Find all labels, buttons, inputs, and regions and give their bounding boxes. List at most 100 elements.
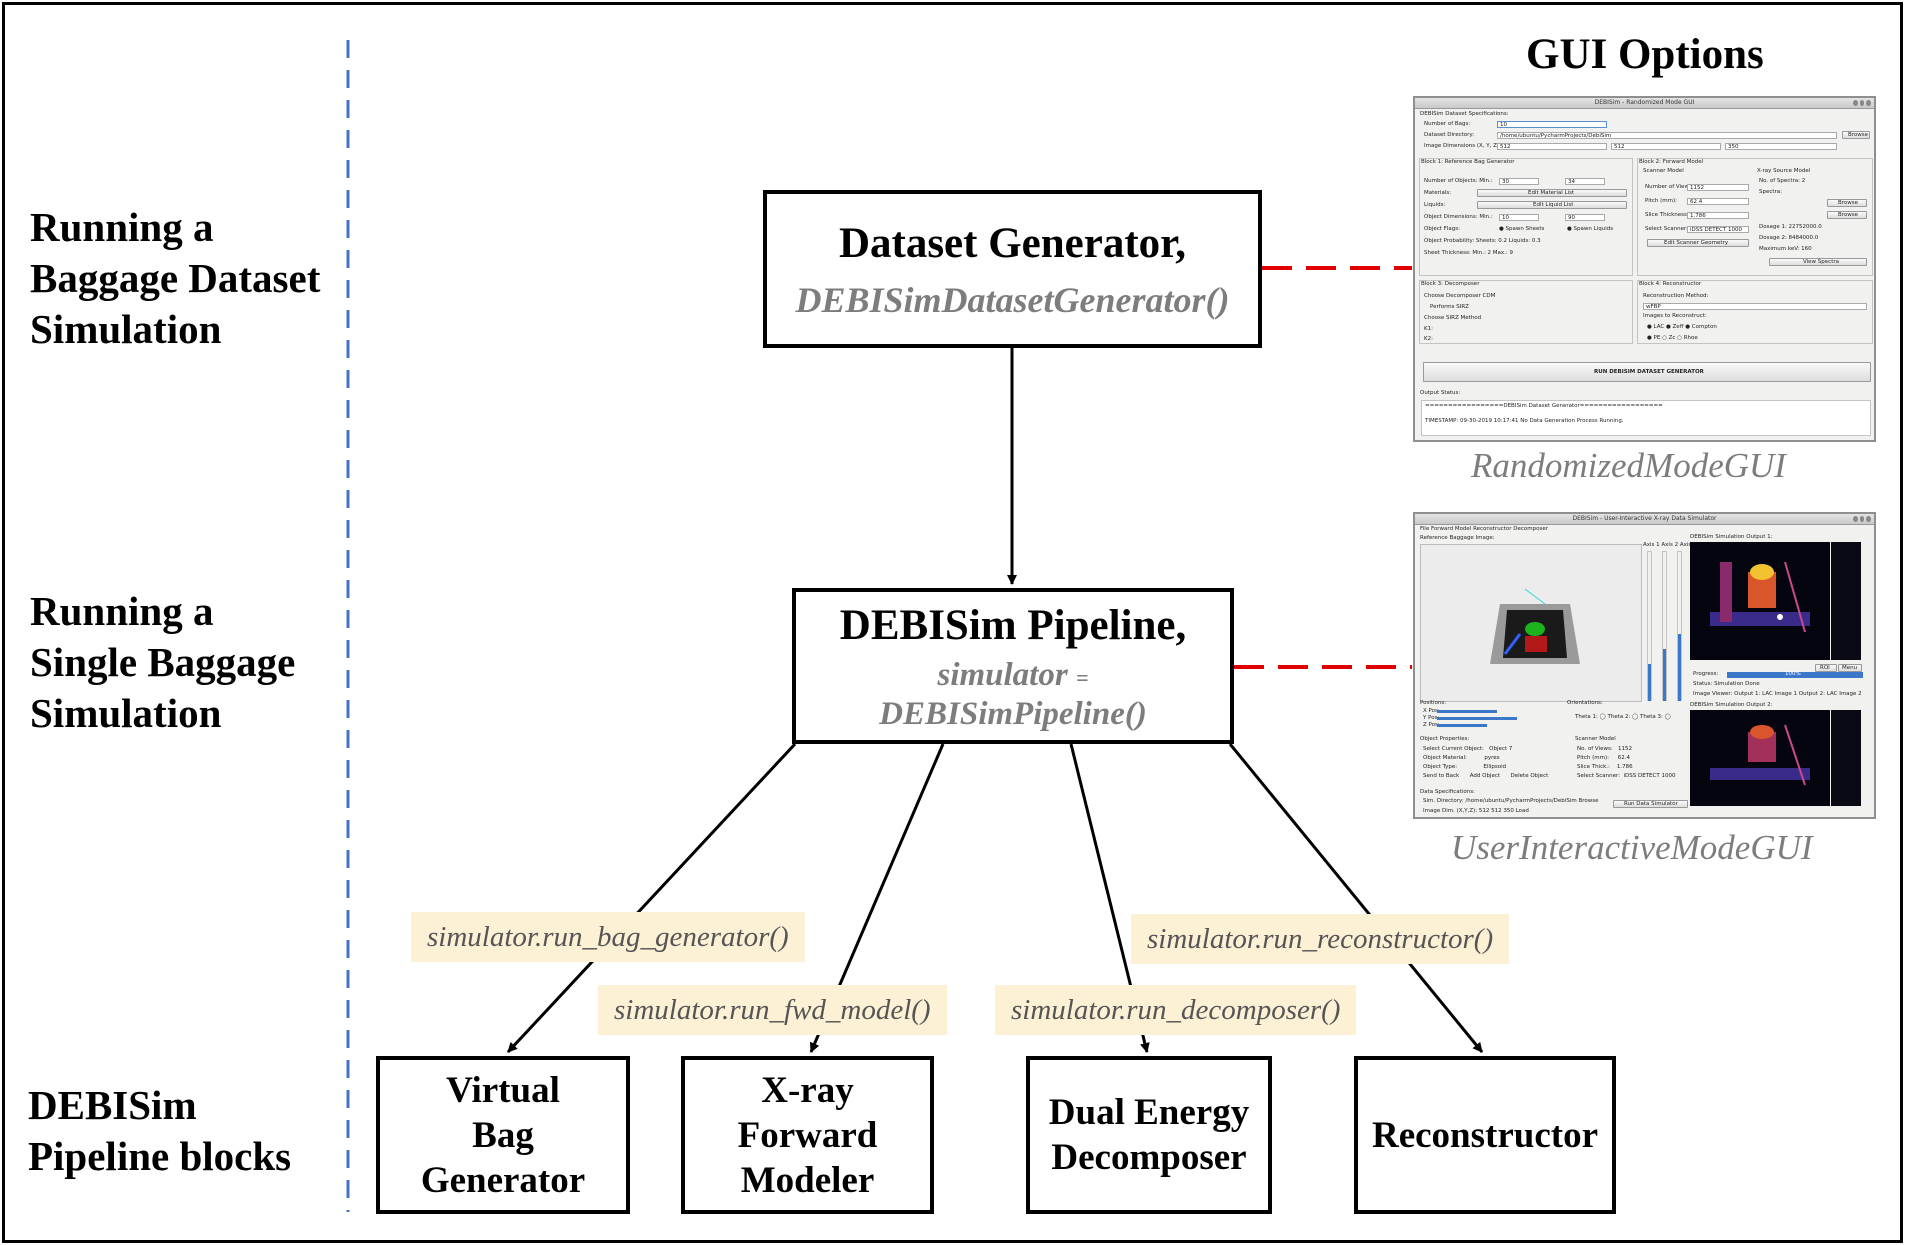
output2-image [1690,710,1830,806]
recon-options-row2[interactable]: ● PE ○ Zc ○ Rhoe [1647,335,1698,341]
axis-labels: Axis 1 Axis 2 Axis 3 [1643,542,1697,548]
recon-method-dropdown[interactable]: wFBP [1643,303,1867,310]
min-objects-value: 30 [1502,179,1509,185]
choose-decomposer-label: Choose Decomposer CDM [1424,293,1496,299]
browse-spectra-1-button[interactable]: Browse [1827,199,1867,207]
section-label-blocks: DEBISim Pipeline blocks [28,1082,292,1179]
run-dataset-generator-button[interactable]: RUN DEBISIM DATASET GENERATOR [1423,362,1871,382]
spawn-sheets-checkbox[interactable]: ● Spawn Sheets [1499,226,1545,232]
select-scanner-dropdown[interactable]: iDSS DETECT 1000 [1687,226,1749,233]
block-xray-forward-modeler: X-ray Forward Modeler [681,1056,934,1214]
block-virtual-bag-generator: Virtual Bag Generator [376,1056,630,1214]
num-views-input[interactable]: 1152 [1687,184,1749,191]
view-spectra-button[interactable]: View Spectra [1769,258,1867,266]
obj-dims-min-input[interactable]: 10 [1499,214,1539,221]
dataset-generator-title: Dataset Generator, [838,220,1187,267]
run-data-simulator-label: Run Data Simulator [1624,801,1678,807]
output1-label: DEBISim Simulation Output 1: [1690,534,1773,540]
edit-liquid-list-button[interactable]: Edit Liquid List [1477,201,1627,209]
bags-label: Number of Bags: [1424,121,1471,127]
gui-options-heading: GUI Options [1526,31,1764,78]
k2-label: K2: [1424,336,1433,342]
pos-rows: X Pos: Y Pos: Z Pos: [1423,708,1440,728]
directory-value: /home/ubuntu/PycharmProjects/DebiSim [1500,133,1612,139]
sheet-thick-label: Sheet Thickness: Min.: 2 Max.: 9 [1424,250,1514,256]
recon-method-value: wFBP [1646,304,1661,310]
status-label: Status: Simulation Done [1693,681,1760,687]
output2-label: DEBISim Simulation Output 2: [1690,702,1773,708]
roi-button-1[interactable]: ROI [1815,664,1837,672]
obj-dims-max-value: 90 [1568,215,1575,221]
slice-thickness-value: 1.786 [1690,213,1706,219]
max-objects-input[interactable]: 34 [1565,178,1605,185]
browse-spectra-2-label: Browse [1838,212,1859,218]
pipeline-function-line1: simulator = [937,657,1088,696]
dim-y-input[interactable]: 512 [1611,143,1721,150]
edit-scanner-geometry-button[interactable]: Edit Scanner Geometry [1647,239,1749,247]
edit-material-list-button[interactable]: Edit Material List [1477,189,1627,197]
output-status-label: Output Status: [1420,390,1461,396]
obj-flags-label: Object Flags: [1424,226,1460,232]
block3-heading: Block 3: Decomposer [1421,281,1480,287]
max-objects-value: 34 [1568,179,1575,185]
menu-bar[interactable]: File Forward Model Reconstructor Decompo… [1420,526,1548,532]
pipeline-eq: = [1075,664,1089,690]
obj-dims-label: Object Dimensions: Min.: [1424,214,1493,220]
block1-heading: Block 1: Reference Bag Generator [1421,159,1515,165]
image-viewer-label: Image Viewer: Output 1: LAC Image 1 Outp… [1693,691,1862,697]
directory-input[interactable]: /home/ubuntu/PycharmProjects/DebiSim [1497,132,1837,139]
recon-options-row1[interactable]: ● LAC ● Zeff ● Compton [1647,324,1717,330]
y-pos-slider[interactable] [1437,717,1517,720]
block2-heading: Block 2: Forward Model [1639,159,1704,165]
browse-button[interactable]: Browse [1842,131,1870,139]
pipeline-to-bag-generator-arrow [506,742,797,1054]
scanner-value: iDSS DETECT 1000 [1690,227,1742,233]
pipeline-function-line2: DEBISimPipeline() [879,695,1147,732]
bags-input[interactable]: 10 [1497,121,1607,128]
orientations-label: Orientations: [1567,700,1603,706]
x-pos-slider[interactable] [1437,710,1497,713]
scanner-model-label: Scanner Model [1575,736,1616,742]
scanner-model-heading: Scanner Model [1643,168,1684,174]
edit-liquid-label: Edit Liquid List [1533,202,1574,208]
call-run-bag-generator: simulator.run_bag_generator() [411,912,805,962]
menu-button-1[interactable]: Menu [1838,664,1862,672]
num-views-label: Number of Views: [1645,184,1694,190]
run-data-simulator-button[interactable]: Run Data Simulator [1613,800,1688,808]
spawn-liquids-checkbox[interactable]: ● Spawn Liquids [1567,226,1614,232]
liquids-label: Liquids: [1424,202,1446,208]
obj-dims-max-input[interactable]: 90 [1565,214,1605,221]
data-specs-label: Data Specifications: [1420,789,1475,795]
edit-scanner-label: Edit Scanner Geometry [1664,240,1729,246]
slice-thickness-input[interactable]: 1.786 [1687,212,1749,219]
recon-method-label: Reconstruction Method: [1643,293,1709,299]
directory-label: Dataset Directory: [1424,132,1475,138]
select-scanner-label: Select Scanner: [1645,226,1688,232]
min-objects-input[interactable]: 30 [1499,178,1539,185]
browse-label: Browse [1848,132,1869,138]
z-pos-slider[interactable] [1437,724,1487,727]
run-dataset-generator-label: RUN DEBISIM DATASET GENERATOR [1594,369,1704,375]
pitch-value: 62.4 [1690,199,1703,205]
pipeline-box: DEBISim Pipeline, simulator = DEBISimPip… [792,588,1234,744]
images-to-reconstruct-label: Images to Reconstruct: [1643,313,1707,319]
theta-labels[interactable]: Theta 1: ◯ Theta 2: ◯ Theta 3: ◯ [1575,714,1671,720]
pitch-input[interactable]: 62.4 [1687,198,1749,205]
dim-z-value: 350 [1728,144,1739,150]
randomized-gui-titlebar: DEBISim - Randomized Mode GUI [1415,98,1874,109]
roi-label-1: ROI [1820,665,1830,671]
bags-value: 10 [1500,122,1507,128]
spectra-label: Spectra: [1759,189,1783,195]
browse-spectra-2-button[interactable]: Browse [1827,211,1867,219]
dim-z-input[interactable]: 350 [1725,143,1837,150]
object-rows: Select Current Object: Object 7 Object M… [1423,746,1549,779]
block1-panel [1419,158,1633,276]
dim-x-input[interactable]: 512 [1497,143,1607,150]
interactive-gui-titlebar: DEBISim - User-Interactive X-ray Data Si… [1415,514,1874,525]
output2-colorbar [1831,710,1861,806]
sim-directory-row: Sim. Directory: /home/ubuntu/PycharmProj… [1423,798,1599,804]
block4-panel [1637,280,1873,344]
dataset-generator-box: Dataset Generator, DEBISimDatasetGenerat… [763,190,1262,348]
